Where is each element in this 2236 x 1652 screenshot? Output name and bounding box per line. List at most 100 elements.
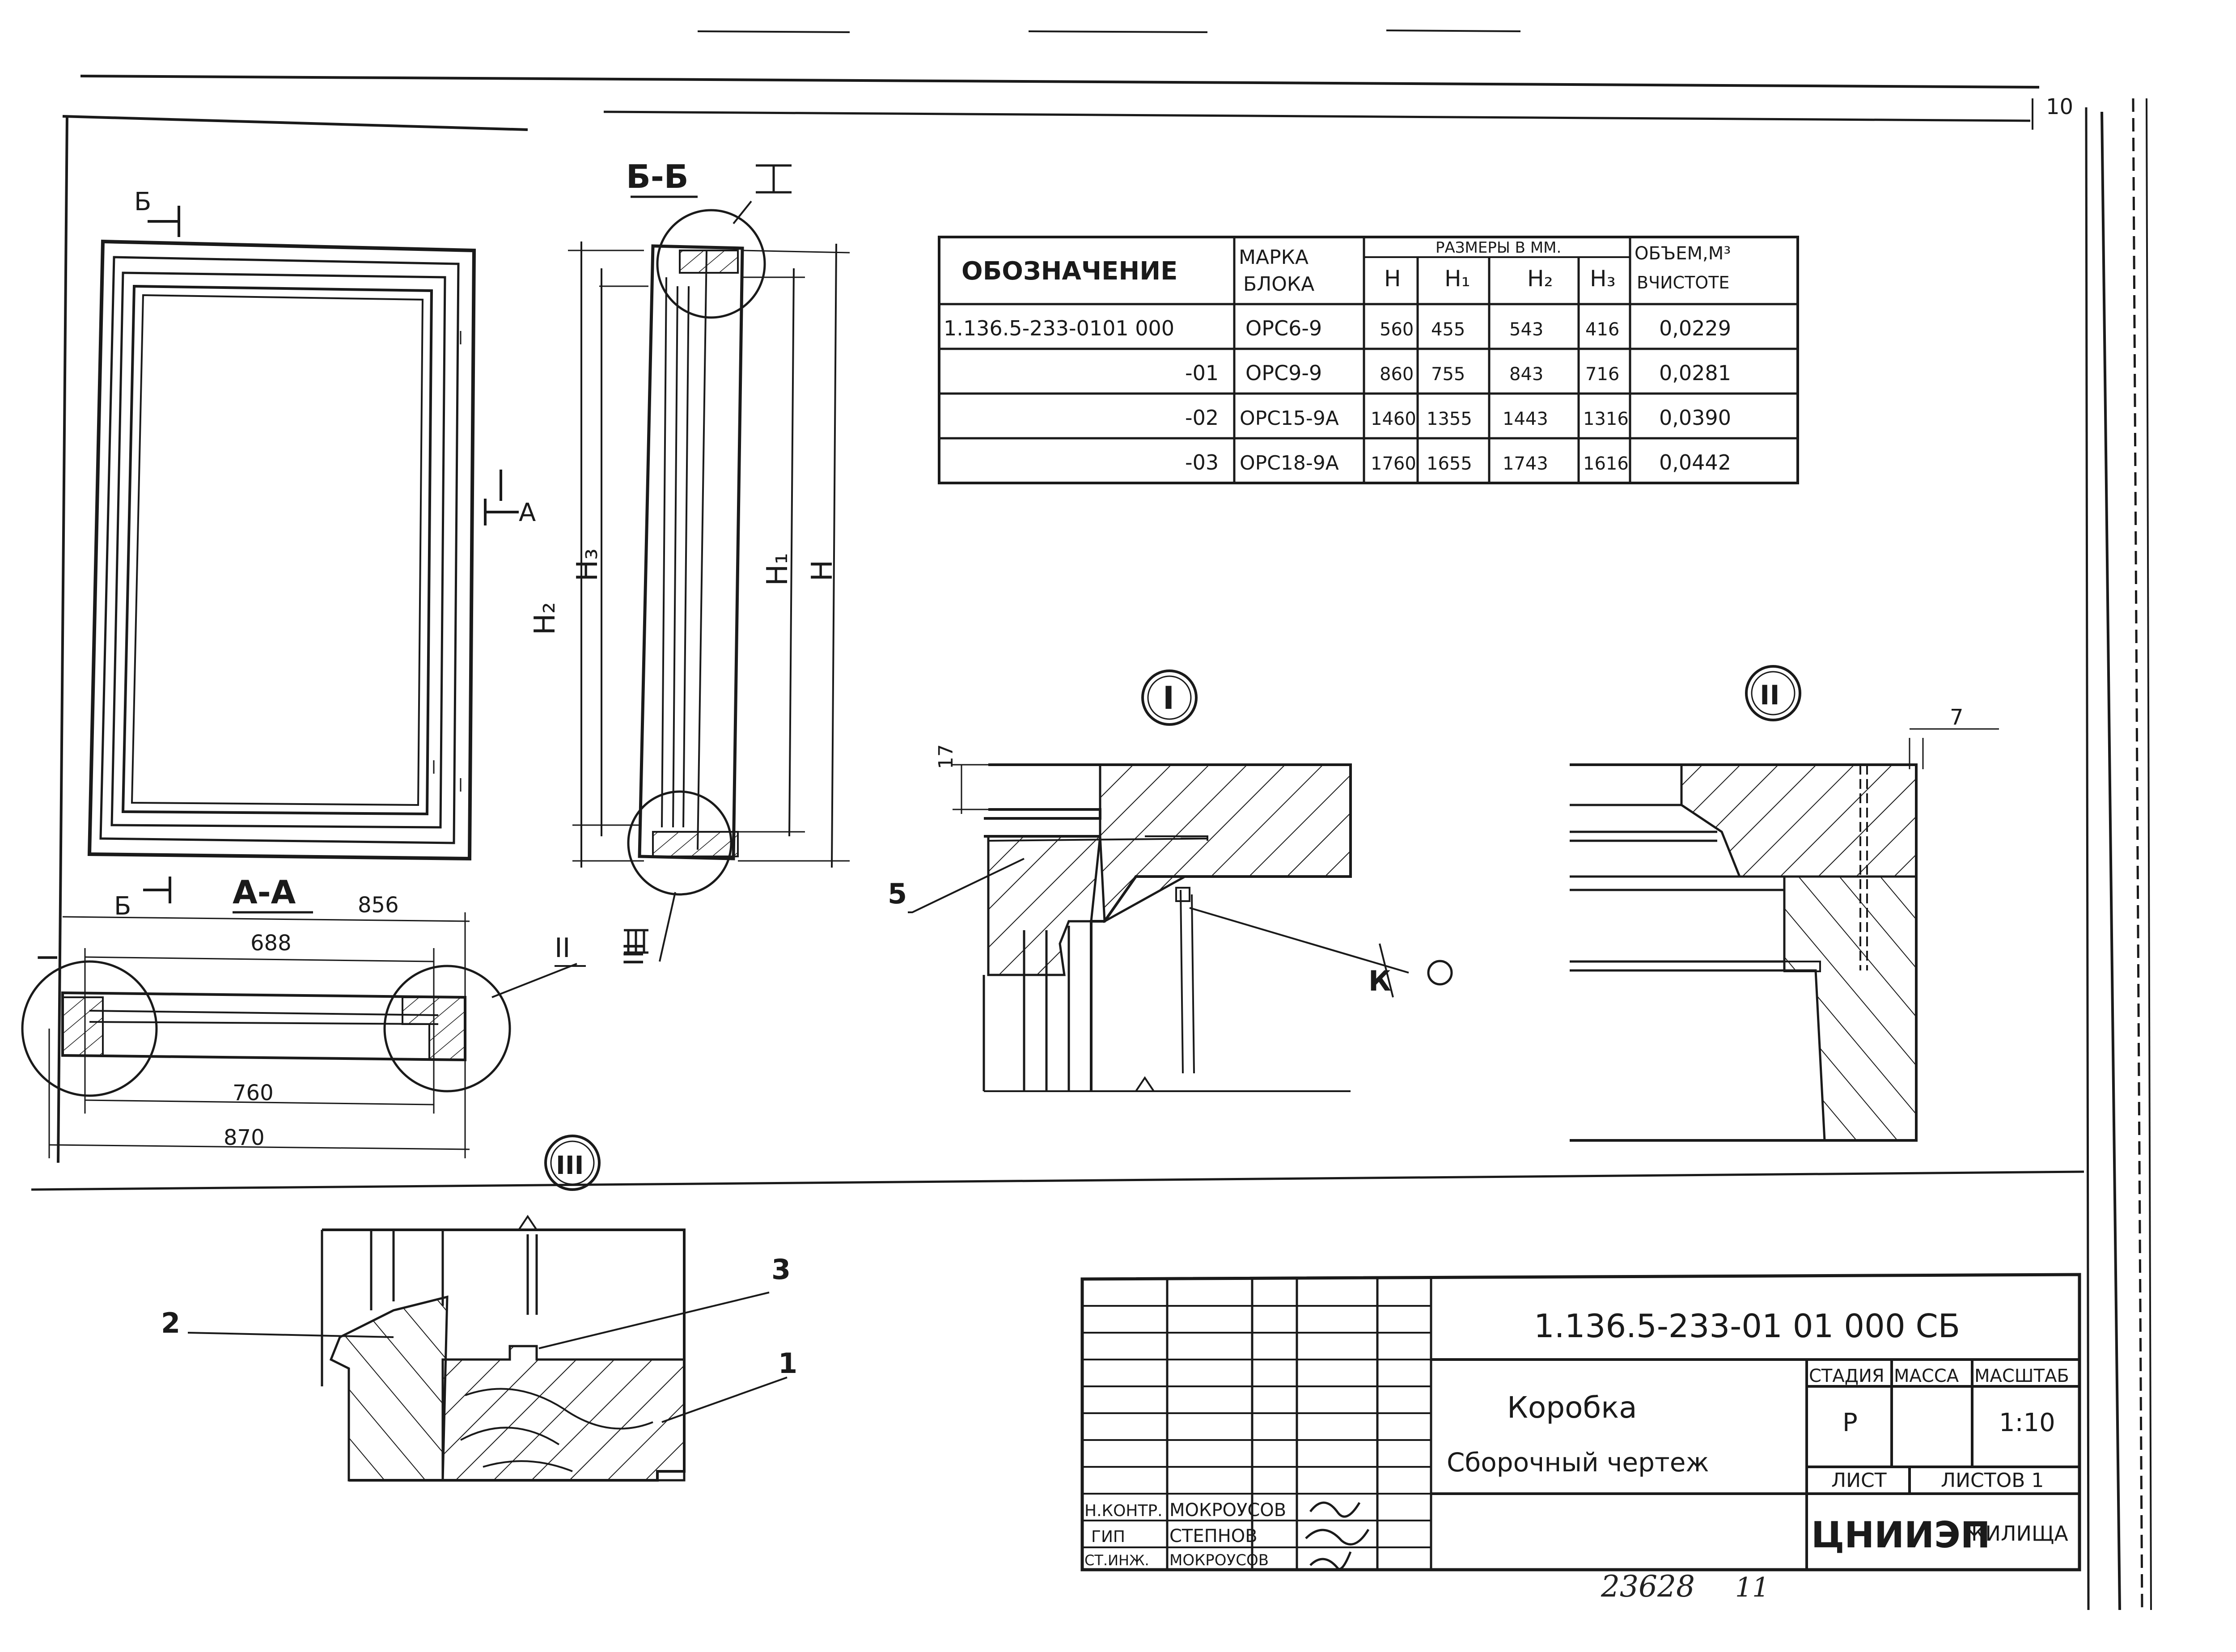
dim-870: 870	[224, 1125, 265, 1150]
row-h1: 1655	[1427, 453, 1472, 474]
row-volume: 0,0442	[1659, 450, 1731, 474]
sheets-label: ЛИСТОВ 1	[1941, 1469, 2044, 1492]
leader-2: 2	[161, 1307, 180, 1339]
section-aa-title: А-А	[233, 873, 296, 911]
section-bb: Б-Б H₂ H₃ H₁ H	[529, 158, 850, 962]
title-main: Коробка	[1507, 1390, 1637, 1425]
row-h3: 1316	[1583, 409, 1629, 429]
organization-main: ЦНИИЭП	[1811, 1514, 1990, 1556]
stage-value: Р	[1842, 1408, 1858, 1437]
sheet-frame: 10	[31, 30, 2152, 1610]
row-h1: 755	[1431, 364, 1465, 385]
row-h1: 455	[1431, 319, 1465, 340]
dim-h1: H₁	[761, 553, 794, 586]
header-volume-2: ВЧИСТОТЕ	[1637, 273, 1729, 292]
title-block: 1.136.5-233-01 01 000 СБ Коробка Сборочн…	[1080, 1273, 2081, 1572]
organization-sub: ЖИЛИЩА	[1963, 1521, 2068, 1546]
header-sizes: РАЗМЕРЫ В ММ.	[1436, 239, 1561, 257]
dim-h3: H₃	[571, 548, 604, 581]
detail-ii: II 7	[1570, 665, 1999, 1142]
row-volume: 0,0390	[1659, 406, 1731, 430]
section-aa: А-А 856 688 760 870 II I III I	[21, 873, 650, 1158]
detail-i-label: I	[1163, 680, 1174, 716]
row-volume: 0,0229	[1659, 316, 1731, 340]
mass-label: МАССА	[1894, 1366, 1959, 1386]
header-mark-1: МАРКА	[1239, 246, 1309, 269]
row-designation: -03	[1185, 450, 1219, 474]
leader-1: 1	[778, 1347, 797, 1380]
dim-h2: H₂	[529, 602, 562, 635]
dim-688: 688	[250, 931, 292, 956]
row-designation: -02	[1185, 406, 1219, 430]
signature-role: Н.КОНТР.	[1084, 1502, 1163, 1520]
section-b-mark-top: Б	[134, 187, 151, 216]
callout-iii: III	[618, 942, 650, 966]
detail-iii-label: III	[556, 1151, 584, 1180]
dim-760: 760	[233, 1080, 274, 1106]
dim-856: 856	[358, 893, 399, 918]
signature-row: ГИП СТЕПНОВ	[1091, 1526, 1258, 1546]
row-h: 1460	[1371, 409, 1416, 429]
inventory-stamp: 23628 11	[1601, 1569, 1769, 1604]
row-h3: 716	[1585, 364, 1619, 385]
row-mark: ОРС6-9	[1245, 316, 1322, 340]
row-h2: 843	[1509, 364, 1543, 385]
signature-row: СТ.ИНЖ. МОКРОУСОВ	[1084, 1551, 1269, 1569]
row-h3: 416	[1585, 319, 1619, 340]
header-volume-1: ОБЪЕМ,М³	[1635, 243, 1731, 264]
row-h2: 543	[1509, 319, 1543, 340]
table-row: -03 ОРС18-9А 1760 1655 1743 1616 0,0442	[1185, 450, 1731, 474]
signature-role: СТ.ИНЖ.	[1084, 1552, 1149, 1569]
row-h: 560	[1380, 319, 1414, 340]
signature-row: Н.КОНТР. МОКРОУСОВ	[1084, 1500, 1286, 1521]
row-volume: 0,0281	[1659, 361, 1731, 385]
dim-h: H	[806, 560, 839, 581]
row-designation: -01	[1185, 361, 1219, 385]
row-mark: ОРС15-9А	[1240, 407, 1339, 430]
section-bb-title: Б-Б	[626, 158, 689, 195]
detail-i: I 17 5 К	[888, 669, 1453, 1092]
callout-i-aa: I	[33, 953, 64, 962]
row-h2: 1443	[1503, 409, 1548, 429]
scale-value: 1:10	[1999, 1408, 2055, 1437]
header-designation: ОБОЗНАЧЕНИЕ	[961, 257, 1177, 286]
row-h2: 1743	[1503, 453, 1548, 474]
title-code: 1.136.5-233-01 01 000 СБ	[1534, 1307, 1960, 1345]
inventory-number: 23628	[1601, 1569, 1695, 1604]
title-sub: Сборочный чертеж	[1447, 1447, 1709, 1478]
table-row: 1.136.5-233-0101 000 ОРС6-9 560 455 543 …	[944, 316, 1731, 340]
leader-5: 5	[888, 877, 907, 910]
spec-table: ОБОЗНАЧЕНИЕ МАРКА БЛОКА РАЗМЕРЫ В ММ. H …	[938, 236, 1799, 484]
signature-scribble	[1305, 1501, 1370, 1570]
leader-3: 3	[771, 1253, 791, 1286]
section-b-mark-bottom: Б	[114, 892, 131, 921]
scale-label: МАСШТАБ	[1974, 1366, 2069, 1386]
glue-mark: К	[1368, 965, 1391, 997]
signature-role: ГИП	[1091, 1528, 1125, 1546]
header-h2: H₂	[1527, 266, 1553, 292]
row-mark: ОРС18-9А	[1240, 452, 1339, 474]
row-h3: 1616	[1583, 453, 1629, 474]
dim-17: 17	[935, 744, 957, 769]
header-h: H	[1384, 266, 1401, 292]
signature-name: МОКРОУСОВ	[1169, 1500, 1286, 1521]
inventory-suffix: 11	[1735, 1572, 1769, 1603]
row-h: 1760	[1371, 453, 1416, 474]
detail-iii: III 3 2 1	[161, 1135, 797, 1482]
stage-label: СТАДИЯ	[1809, 1366, 1885, 1386]
header-h3: H₃	[1590, 266, 1616, 292]
row-h: 860	[1380, 364, 1414, 385]
table-row: -01 ОРС9-9 860 755 843 716 0,0281	[1185, 361, 1731, 385]
front-view: Б А Б	[87, 187, 536, 921]
sheet-number: 10	[2046, 94, 2073, 119]
table-row: -02 ОРС15-9А 1460 1355 1443 1316 0,0390	[1185, 406, 1731, 430]
row-mark: ОРС9-9	[1245, 361, 1322, 385]
sheet-label: ЛИСТ	[1831, 1469, 1887, 1492]
signature-name: МОКРОУСОВ	[1169, 1551, 1269, 1569]
row-designation: 1.136.5-233-0101 000	[944, 316, 1174, 340]
dim-7: 7	[1950, 705, 1964, 730]
callout-ii: II	[555, 932, 570, 964]
row-h1: 1355	[1427, 409, 1472, 429]
signature-name: СТЕПНОВ	[1169, 1526, 1258, 1546]
